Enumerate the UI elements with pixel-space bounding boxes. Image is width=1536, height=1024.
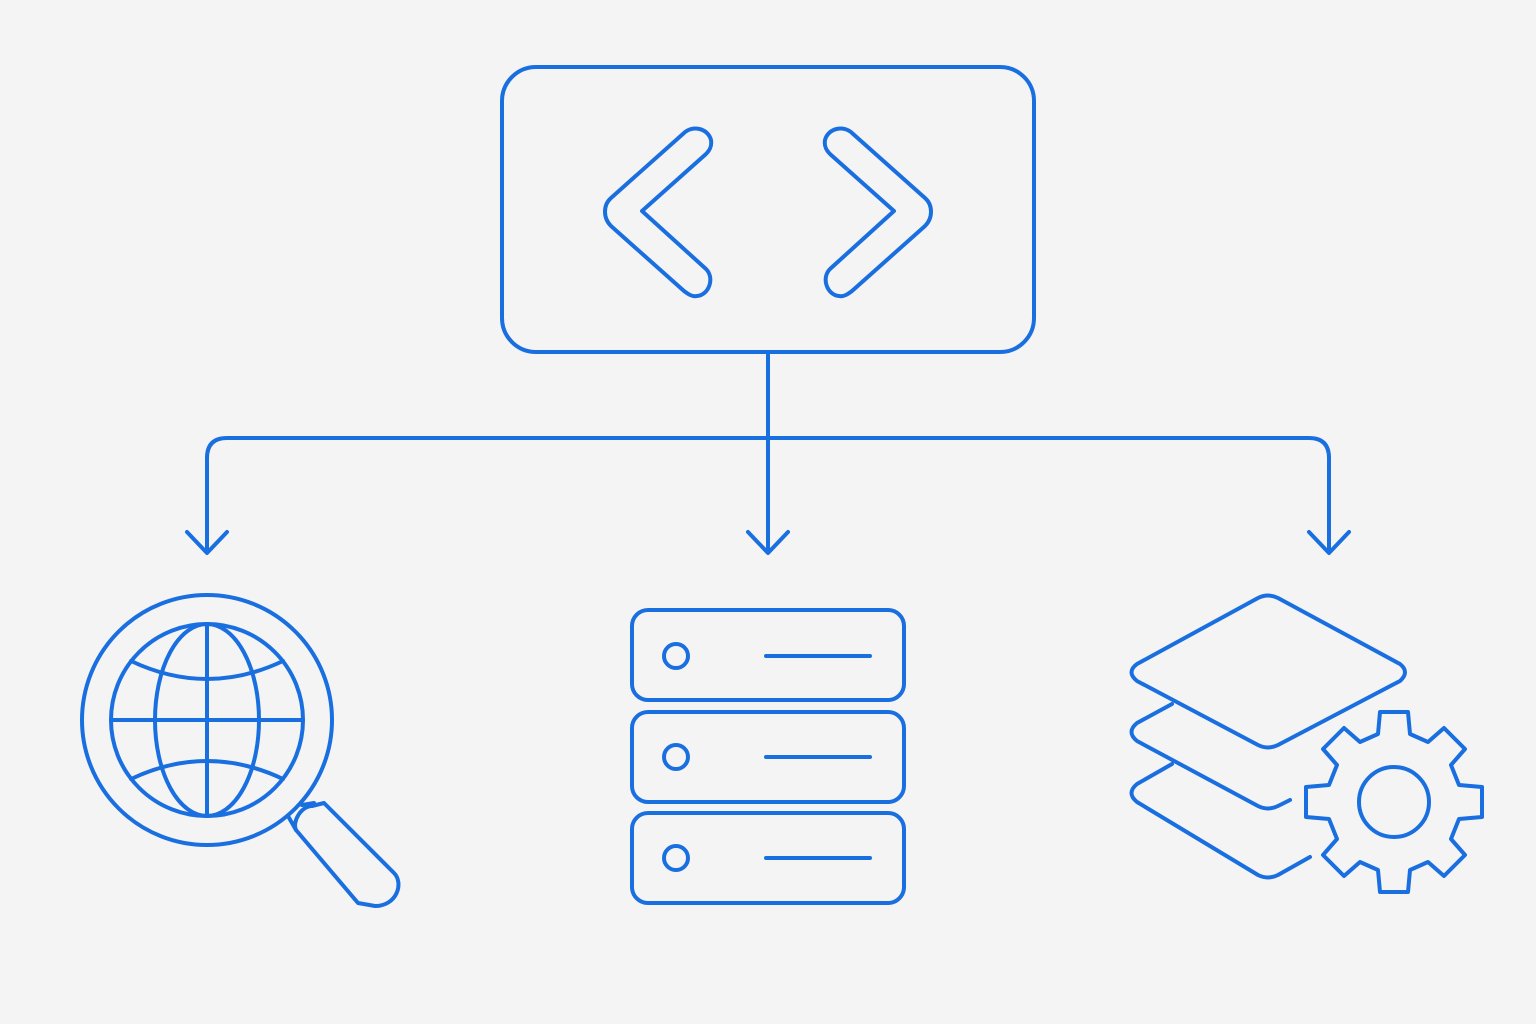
server-stack-icon — [630, 608, 906, 905]
layers-settings-icon — [1129, 593, 1484, 894]
code-brackets-icon — [603, 126, 933, 299]
magnifier-handle — [293, 801, 401, 908]
arrowhead-left — [185, 530, 229, 555]
gear-icon — [1304, 710, 1484, 894]
branch-connector — [205, 436, 1331, 554]
root-node — [500, 65, 1036, 354]
layer-middle — [1129, 702, 1292, 811]
server-status-light — [662, 844, 690, 872]
server-status-light — [662, 642, 690, 670]
globe-latitude-bottom — [129, 759, 285, 781]
server-unit — [630, 811, 906, 905]
server-unit — [630, 608, 906, 702]
left-angle-bracket — [603, 126, 714, 299]
code-window-frame — [500, 65, 1036, 354]
globe-longitude — [153, 622, 261, 818]
arrowhead-right — [1307, 530, 1351, 555]
arrowhead-center — [746, 530, 790, 555]
right-angle-bracket — [822, 126, 933, 299]
layer-top — [1129, 593, 1407, 750]
globe-latitude-top — [129, 659, 285, 681]
gear-hub — [1357, 765, 1431, 839]
globe-search-icon — [80, 593, 401, 908]
connectors — [185, 350, 1351, 555]
magnifier-lens-outer — [80, 593, 334, 847]
server-status-light — [662, 743, 690, 771]
server-unit — [630, 710, 906, 804]
layer-bottom — [1129, 762, 1312, 880]
